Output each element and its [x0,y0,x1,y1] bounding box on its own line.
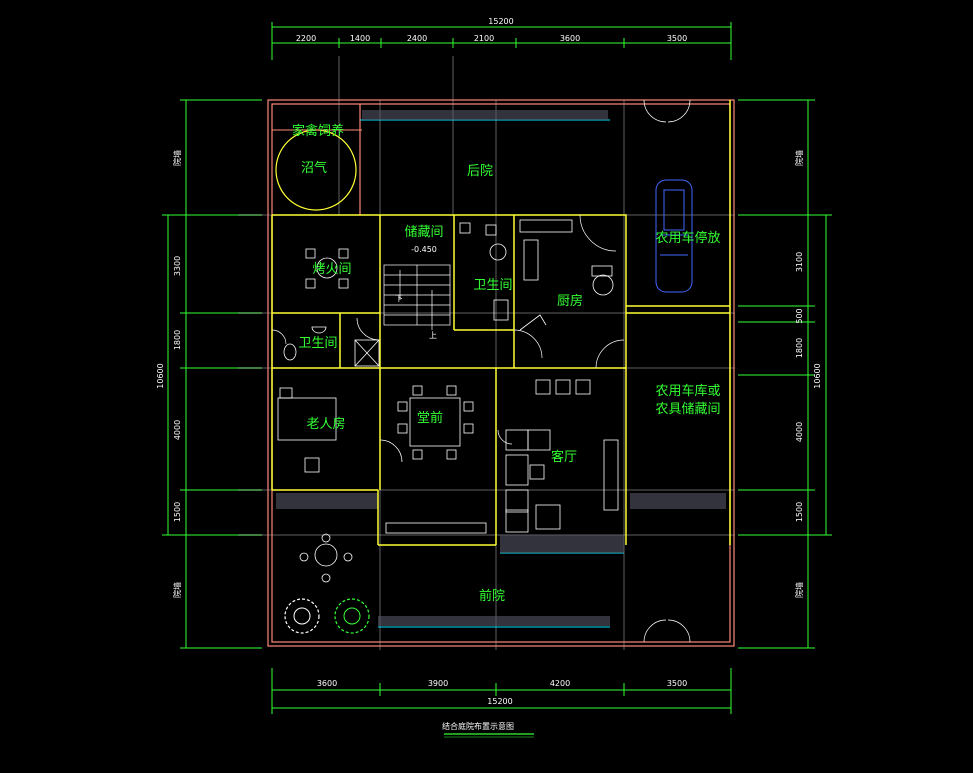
label-garage-line2: 农具储藏间 [655,402,720,417]
label-biogas: 沼气 [301,160,327,176]
bottom-total-label: 15200 [487,697,512,706]
left-total-label: 10600 [156,363,165,388]
label-bathroom-upper: 卫生间 [473,278,512,293]
top-seg-5: 3600 [560,34,580,43]
right-note-top: 院墙 [794,150,804,166]
label-stair-down: 下 [395,294,403,303]
label-poultry: 家禽饲养 [292,123,344,139]
left-dimensions [162,99,262,649]
right-dimensions [738,99,832,649]
top-seg-1: 2200 [296,34,316,43]
label-garage-line1: 农用车库或 [655,383,720,399]
label-elder-room: 老人房 [306,416,345,432]
label-elevation: -0.450 [411,245,437,254]
vehicle-symbol [655,179,693,293]
bottom-seg-1: 3600 [317,679,337,688]
furniture [277,219,619,583]
right-seg-2: 500 [795,308,804,323]
bottom-seg-3: 4200 [550,679,570,688]
left-seg-3: 4000 [173,420,182,440]
left-seg-1: 3300 [173,256,182,276]
label-fire-room: 烤火间 [312,262,351,277]
building-walls [271,100,731,546]
right-note-bottom: 院墙 [794,582,804,598]
top-dimension-labels: 15200 2200 1400 2400 2100 3600 3500 [296,17,687,43]
right-total-label: 10600 [813,363,822,388]
stairs [383,264,451,330]
top-total-label: 15200 [488,17,513,26]
tree-white [284,598,320,634]
right-dimension-labels: 3100 500 1800 4000 1500 10600 院墙 院墙 [794,150,822,598]
right-seg-1: 3100 [795,252,804,272]
top-seg-2: 1400 [350,34,370,43]
label-stair-up: 上 [429,331,437,340]
drawing-caption: 结合庭院布置示意图 [442,721,514,731]
label-kitchen: 厨房 [557,293,583,309]
left-seg-4: 1500 [173,502,182,522]
label-living-room: 客厅 [551,449,577,465]
axis-lines [238,56,735,650]
right-seg-5: 1500 [795,502,804,522]
left-note-bottom: 院墙 [172,582,182,598]
right-seg-3: 1800 [795,338,804,358]
trees [284,598,370,634]
label-storage: 储藏间 [404,225,443,240]
left-seg-2: 1800 [173,330,182,350]
caption-group: 结合庭院布置示意图 [442,721,534,738]
room-labels: 家禽饲养 沼气 后院 储藏间 -0.450 农用车停放 烤火间 卫生间 厨房 卫… [292,123,721,604]
label-front-yard: 前院 [479,588,505,604]
top-dimensions [271,22,732,60]
bottom-dimensions [271,668,732,714]
top-seg-4: 2100 [474,34,494,43]
label-backyard: 后院 [467,164,493,179]
left-note-top: 院墙 [172,150,182,166]
tree-green [334,598,370,634]
yard-walls [267,99,735,647]
right-seg-4: 4000 [795,422,804,442]
top-seg-3: 2400 [407,34,427,43]
label-bathroom-lower: 卫生间 [298,336,337,351]
hatch-strips [276,110,726,626]
bottom-seg-2: 3900 [428,679,448,688]
doors [271,99,691,643]
bottom-dimension-labels: 3600 3900 4200 3500 15200 [317,679,687,706]
top-seg-6: 3500 [667,34,687,43]
label-vehicle-parking: 农用车停放 [655,230,720,246]
left-dimension-labels: 3300 1800 4000 1500 10600 院墙 院墙 [156,150,182,598]
label-hall: 堂前 [417,410,443,426]
bottom-seg-4: 3500 [667,679,687,688]
